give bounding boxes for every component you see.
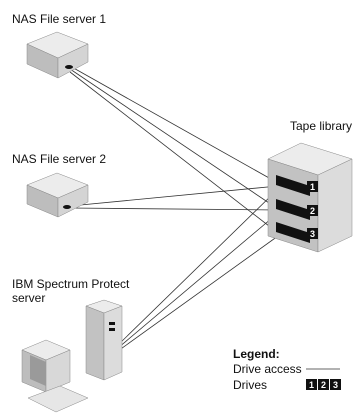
monitor-icon (21, 339, 71, 393)
drive-number-3: 3 (310, 229, 315, 239)
legend-drive-badge-3 (330, 379, 341, 390)
drive-slot-2 (276, 199, 310, 220)
legend-drive-number-3: 3 (333, 380, 338, 390)
legend: Legend: Drive access Drives 1 2 3 (233, 347, 341, 392)
link-nas1-drive2 (69, 68, 279, 210)
link-spectrum-drive2 (117, 212, 279, 349)
drive-number-2: 2 (310, 206, 315, 216)
link-nas1-drive1 (69, 65, 279, 184)
link-nas1-drive3 (69, 71, 279, 234)
nas-server-2 (26, 172, 89, 218)
spectrum-server-label-line2: server (12, 291, 45, 305)
drive-badge-1 (307, 181, 318, 192)
drive-slot-3 (276, 222, 310, 243)
tape-library: 1 2 3 (267, 142, 353, 253)
legend-drive-badge-2 (318, 379, 329, 390)
legend-drive-badge-1 (306, 379, 317, 390)
legend-drive-access-label: Drive access (233, 362, 302, 376)
link-nas2-drive1 (69, 185, 279, 207)
nas-server-1 (26, 31, 89, 79)
spectrum-server-label-line1: IBM Spectrum Protect (12, 277, 130, 291)
legend-title: Legend: (233, 347, 280, 361)
drive-slot-1 (276, 175, 310, 196)
drive-badge-2 (307, 205, 318, 216)
drive-access-lines (69, 65, 279, 352)
legend-drives-label: Drives (233, 378, 267, 392)
drive-badge-3 (307, 228, 318, 239)
nas-server-2-label: NAS File server 2 (12, 152, 106, 166)
link-spectrum-drive3 (117, 235, 279, 352)
drive-number-1: 1 (310, 182, 315, 192)
link-spectrum-drive1 (117, 188, 279, 346)
keyboard-icon (27, 385, 89, 413)
link-nas2-drive2 (69, 207, 279, 211)
legend-drive-number-2: 2 (321, 380, 326, 390)
tape-library-label: Tape library (290, 119, 352, 133)
spectrum-server (21, 299, 123, 413)
legend-drive-number-1: 1 (309, 380, 314, 390)
nas-server-1-label: NAS File server 1 (12, 12, 106, 26)
